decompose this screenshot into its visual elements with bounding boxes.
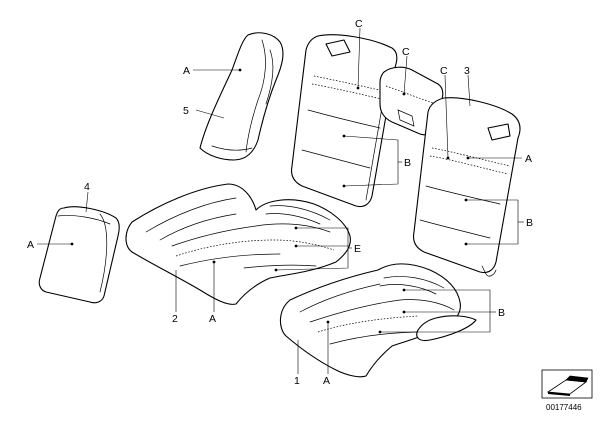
callout-a-bolster: A (183, 65, 190, 77)
callout-b-seat-1: B (498, 307, 505, 319)
callout-part-5: 5 (183, 105, 189, 117)
callout-b-left-backrest: B (404, 157, 411, 169)
callout-part-1: 1 (294, 375, 300, 387)
callout-c-center: C (402, 46, 410, 58)
callout-part-4: 4 (84, 181, 90, 193)
seat-cushion-part-2 (125, 183, 351, 305)
callout-a-side-cushion: A (27, 239, 34, 251)
reference-number: 00177446 (546, 403, 582, 412)
callout-part-2: 2 (172, 313, 178, 325)
callout-e-seat: E (354, 243, 361, 255)
seat-cushion-part-1 (279, 263, 477, 378)
callout-a-right-backrest: A (525, 153, 532, 165)
reference-box: 00177446 (541, 369, 593, 412)
leader-lines (37, 27, 524, 374)
backrest-right-part-3 (412, 97, 521, 277)
callout-c-left-backrest: C (355, 18, 363, 30)
backrest-left (290, 34, 398, 208)
callout-a-seat-1: A (323, 375, 330, 387)
callout-part-3: 3 (464, 65, 470, 77)
side-bolster-part-5 (199, 32, 284, 161)
callout-c-right-backrest: C (440, 65, 448, 77)
side-cushion-part-4 (38, 206, 120, 304)
callout-b-right-backrest: B (526, 217, 533, 229)
callout-a-seat-2: A (209, 313, 216, 325)
seat-cushion-symbol-icon (546, 375, 589, 396)
leader-dots (70, 68, 470, 334)
